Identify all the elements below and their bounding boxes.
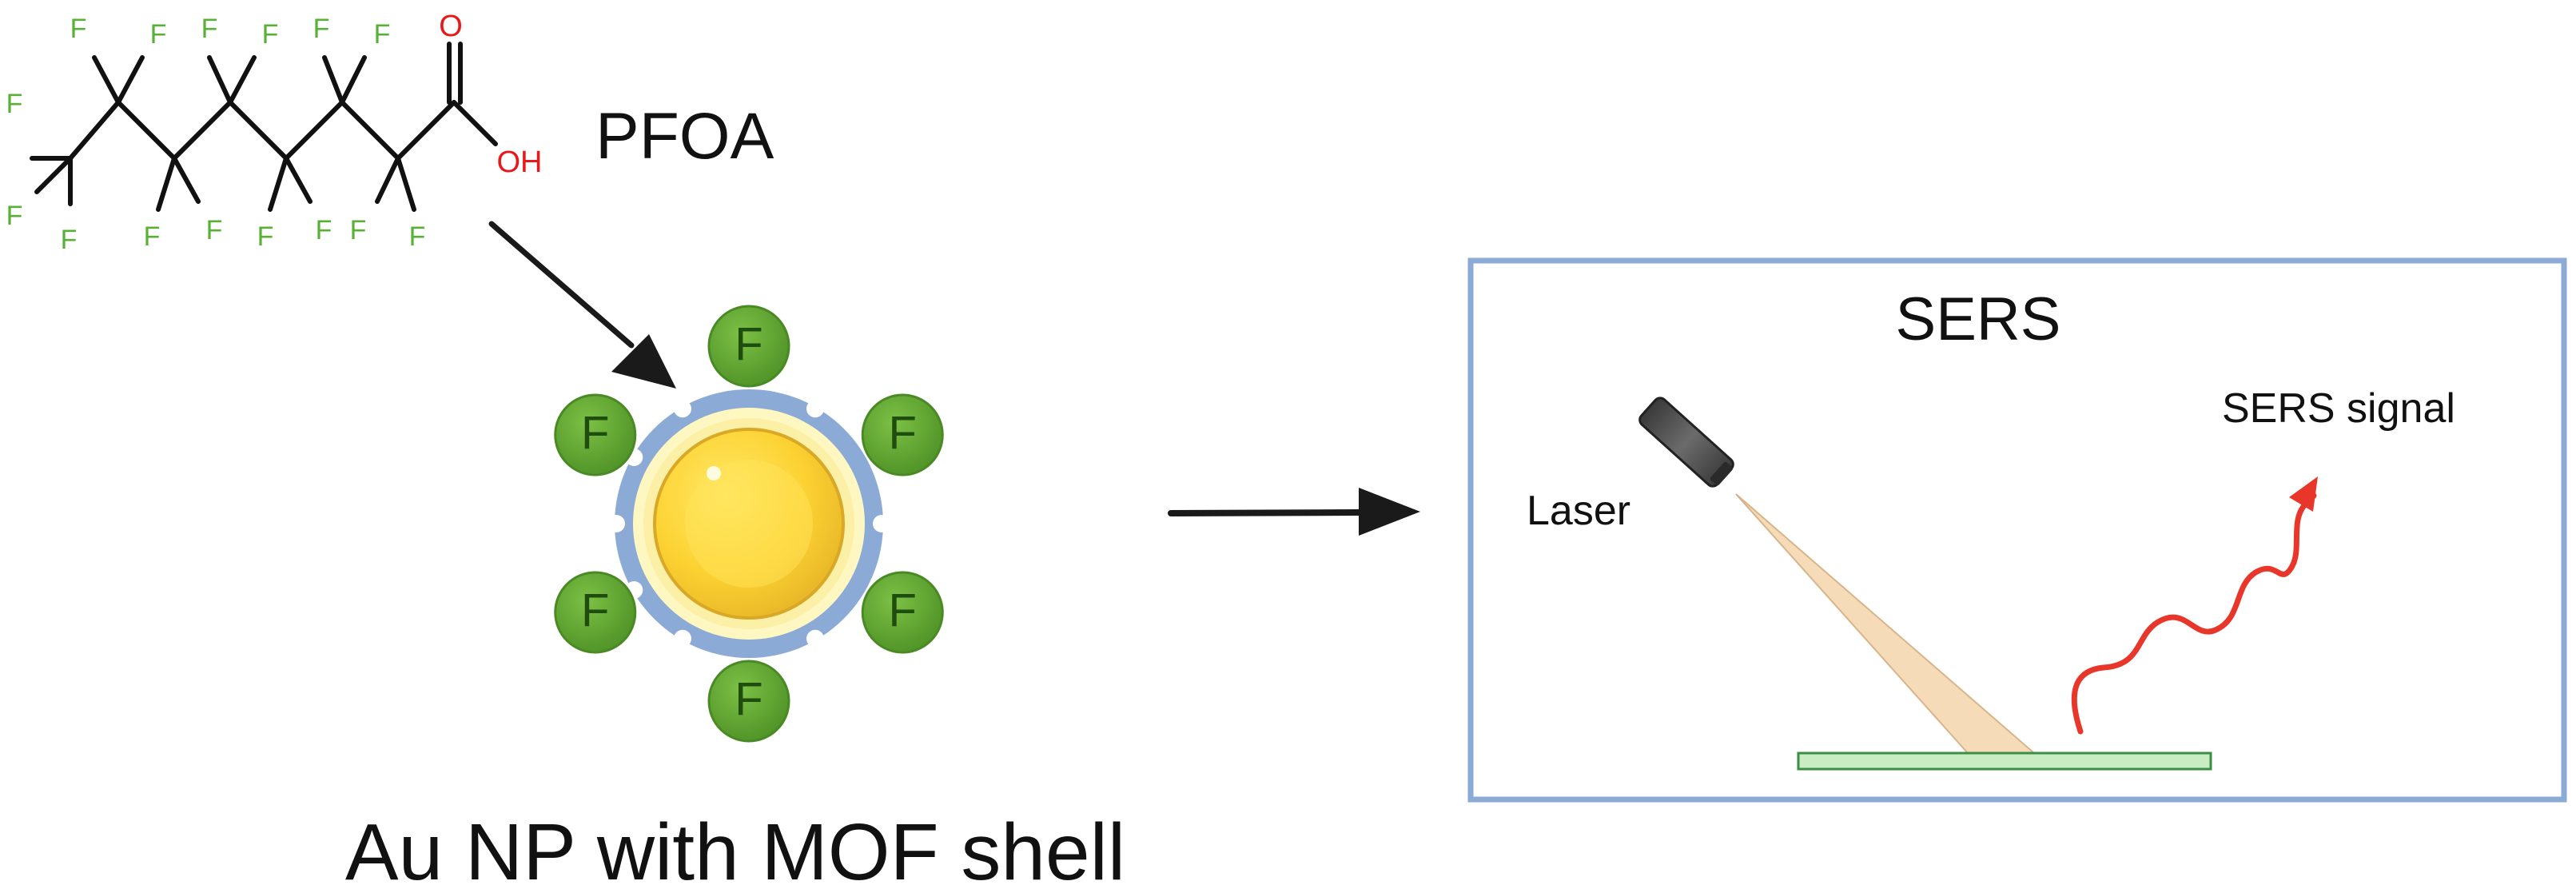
chemical-bond [207,55,233,105]
oxygen-atom-label: OH [497,146,543,179]
fluorine-site: F [707,305,790,388]
fluorine-atom-label: F [6,89,23,119]
mof-pore [873,515,890,532]
fluorine-atom-label: F [70,14,87,44]
chemical-bond [396,100,456,161]
mof-pore [607,515,625,532]
chemical-bond [228,55,257,105]
chemical-bond [322,55,344,105]
oxygen-atom-label: O [439,10,463,43]
fluorine-site-label: F [735,318,762,370]
adsorption-arrow [488,221,676,389]
chemical-bond [228,100,289,161]
fluorine-site-label: F [889,407,917,459]
core-highlight [707,466,721,480]
molecule-bonds [30,42,498,212]
sers-panel: SERS Laser SERS signal [1467,257,2567,803]
au-nanoparticle: F F F F F F Au NP with MOF shell [345,305,1125,893]
fluorine-atom-label: F [316,215,332,245]
chemical-bond [116,100,177,161]
fluorine-site: F [554,571,637,654]
sers-panel-border [1467,257,2567,803]
process-arrow [1168,488,1420,536]
sers-signal-label: SERS signal [2222,385,2455,432]
chemical-bond [172,100,233,161]
fluorine-site: F [707,660,790,743]
sers-signal-arrowhead [2289,476,2318,512]
laser-label: Laser [1527,488,1630,534]
fluorine-atom-label: F [206,215,223,245]
chemical-bond [172,156,201,204]
fluorine-atom-label: F [409,221,426,252]
chemical-bond [268,156,289,212]
fluorine-site: F [861,393,944,476]
chemical-bond [375,156,400,204]
fluorine-site-label: F [581,584,609,636]
chemical-bond [452,100,498,146]
fluorine-site: F [554,393,637,476]
chemical-bond [284,156,313,204]
mof-pore [674,629,691,648]
fluorine-sites: F F F F F F [554,305,944,743]
sers-signal-wave [2071,492,2317,735]
fluorine-atom-label: F [144,221,161,252]
sers-title: SERS [1896,285,2061,353]
laser-device [1638,397,1734,488]
fluorine-site: F [861,571,944,654]
fluorine-atom-label: F [150,19,167,50]
fluorine-atom-label: F [262,19,279,50]
chemical-bond [284,100,344,161]
chemical-bond [340,100,400,161]
chemical-bond [156,156,177,212]
mof-pore [806,400,824,418]
chemical-bond [396,156,416,212]
chemical-bond [92,55,121,105]
fluorine-site-label: F [735,673,762,725]
chemical-bond [116,55,145,105]
nanoparticle-label: Au NP with MOF shell [345,807,1125,893]
fluorine-atom-label: F [350,215,367,245]
chemical-bond [34,156,73,194]
fluorine-atom-label: F [6,201,23,231]
fluorine-atom-label: F [374,19,391,50]
fluorine-atom-label: F [313,14,330,44]
fluorine-atom-label: F [257,221,274,252]
mof-pore [674,400,691,418]
pfoa-label: PFOA [595,100,774,173]
mof-pore [806,629,824,648]
sers-substrate [1797,751,2212,771]
fluorine-site-label: F [581,407,609,459]
fluorine-site-label: F [889,584,917,636]
chemical-bond [340,55,367,105]
chemical-bond [68,100,121,161]
mof-pores [607,400,890,648]
fluorine-atom-label: F [61,225,78,255]
fluorine-atom-label: F [201,14,218,44]
